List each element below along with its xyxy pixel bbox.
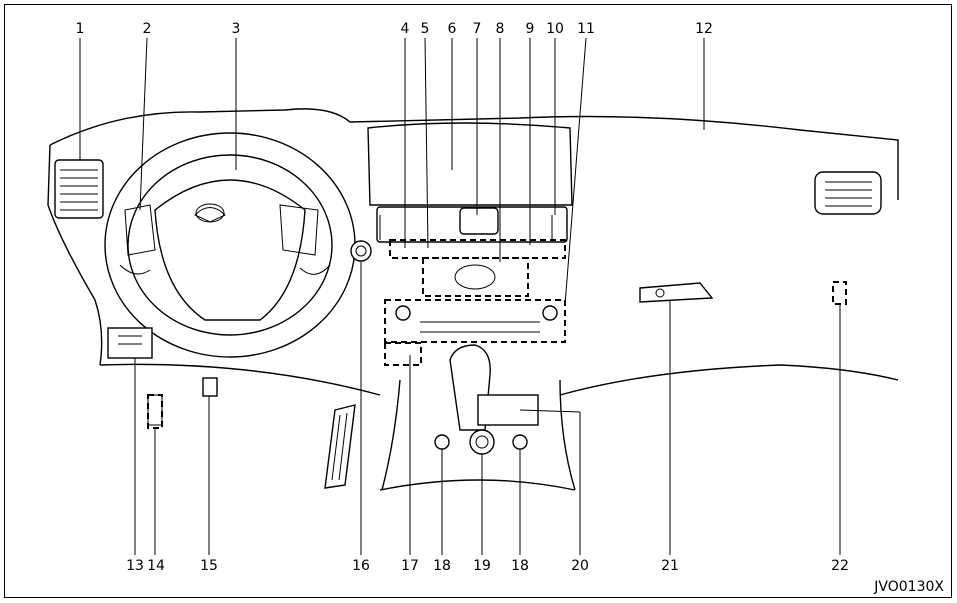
figure-code: JVO0130X: [873, 579, 944, 595]
multi-function-controller: [459, 207, 499, 235]
steering-left-switches: [124, 204, 156, 256]
callout-11: 11: [577, 21, 595, 37]
left-vent: [54, 159, 104, 219]
callout-17: 17: [401, 558, 419, 574]
callout-21: 21: [661, 558, 679, 574]
callout-7: 7: [473, 21, 482, 37]
glove-box-handle: [639, 282, 714, 303]
climate-controls: [384, 299, 566, 343]
callout-22: 22: [831, 558, 849, 574]
right-vent: [814, 171, 882, 215]
callout-5: 5: [421, 21, 430, 37]
steering-right-switches: [279, 204, 319, 256]
callout-4: 4: [401, 21, 410, 37]
callout-18-left: 18: [433, 558, 451, 574]
callout-9: 9: [526, 21, 535, 37]
seat-heater-switch-right: [512, 434, 528, 450]
callout-3: 3: [232, 21, 241, 37]
display-hood: [367, 122, 573, 206]
armrest: [379, 479, 576, 491]
glove-box-switch: [832, 281, 847, 305]
audio-controls: [422, 257, 529, 297]
infiniti-logo: [194, 207, 226, 223]
figure-frame: [4, 4, 952, 598]
center-console: [381, 379, 576, 491]
accelerator-pedal: [324, 404, 356, 489]
callout-2: 2: [143, 21, 152, 37]
callout-18-right: 18: [511, 558, 529, 574]
callout-15: 15: [200, 558, 218, 574]
lower-switch-group: [384, 342, 422, 366]
hood-release: [147, 394, 163, 426]
callout-10: 10: [546, 21, 564, 37]
parking-brake-pedal: [202, 377, 218, 397]
dashboard-top-edge: [49, 108, 899, 200]
callout-12: 12: [695, 21, 713, 37]
callout-8: 8: [496, 21, 505, 37]
callout-16: 16: [352, 558, 370, 574]
leader-lines: [79, 37, 841, 555]
dashboard-left-edge: [47, 144, 103, 366]
left-switch-panel: [107, 327, 153, 359]
dashboard-lower-edge: [99, 363, 899, 396]
callout-13: 13: [126, 558, 144, 574]
push-button-ignition: [350, 240, 372, 262]
seat-heater-switch-left: [434, 434, 450, 450]
callout-20: 20: [571, 558, 589, 574]
callout-6: 6: [448, 21, 457, 37]
steering-hub: [154, 179, 306, 321]
infiniti-controller: [469, 429, 495, 455]
callout-1: 1: [76, 21, 85, 37]
callout-14: 14: [147, 558, 165, 574]
callout-19: 19: [473, 558, 491, 574]
